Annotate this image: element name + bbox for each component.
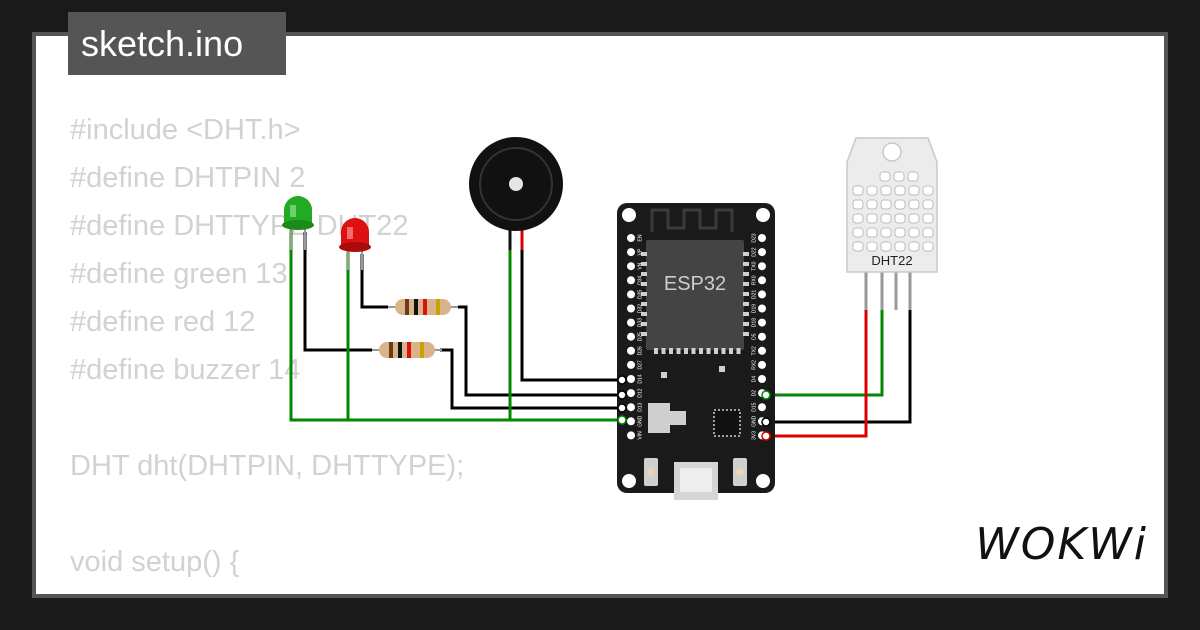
pin-right[interactable] [758, 332, 766, 341]
canvas-frame: #include <DHT.h> #define DHTPIN 2 #define … [32, 32, 1168, 598]
pin-left[interactable] [627, 360, 635, 369]
pin-right[interactable] [758, 234, 766, 242]
pin-label: D22 [751, 247, 757, 256]
pin-right[interactable] [758, 262, 766, 271]
pin-right[interactable] [758, 276, 766, 285]
pin-label: D4 [751, 376, 757, 383]
code-line: DHT dht(DHTPIN, DHTTYPE); [70, 450, 465, 482]
pin-right[interactable] [758, 375, 766, 383]
code-line: #define DHTPIN 2 [70, 162, 306, 194]
pin-label: D5 [751, 333, 757, 340]
wire-dht-gnd [766, 307, 912, 424]
pin-left[interactable] [627, 276, 635, 285]
pin-label: D27 [637, 360, 643, 369]
pin-label: RX2 [751, 360, 757, 370]
pin-right[interactable] [758, 304, 766, 313]
pin-label: 3V3 [751, 431, 757, 440]
wire-resistor1-d12 [458, 305, 622, 397]
pin-left[interactable] [627, 304, 635, 313]
esp32-board[interactable]: ESP32 ENVPVND34D35D32D33D25D26D27D14D12D… [617, 203, 775, 500]
pin-label: VP [637, 248, 643, 255]
wire-dht-data-d2 [766, 302, 884, 397]
pin-right[interactable] [758, 318, 766, 327]
pin-left[interactable] [627, 318, 635, 327]
code-line: void setup() { [70, 546, 240, 578]
pin-right[interactable] [758, 403, 766, 412]
wire-green-led-gnd [289, 230, 622, 422]
pin-label: D35 [637, 290, 643, 299]
pin-right[interactable] [758, 346, 766, 355]
buzzer[interactable] [469, 137, 563, 250]
pin-label: D19 [751, 304, 757, 313]
wire-red-led-resistor [360, 254, 388, 309]
pin-label: GND [637, 415, 643, 427]
pin-label: TX0 [751, 261, 757, 270]
red-led[interactable] [339, 218, 371, 270]
pin-label: D21 [751, 290, 757, 299]
pin-label: D15 [751, 402, 757, 411]
pin-right[interactable] [758, 248, 766, 257]
wokwi-logo: WOKWi [975, 519, 1148, 570]
wire-resistor2-d13 [440, 348, 622, 410]
code-line: #define buzzer 14 [70, 354, 301, 386]
code-line: #define green 13 [70, 258, 288, 290]
pin-left[interactable] [627, 262, 635, 271]
pin-label: D32 [637, 304, 643, 313]
pin-left[interactable] [627, 389, 635, 398]
wire-green-led-resistor [303, 232, 372, 352]
pin-label: VN [637, 262, 643, 269]
resistor-1[interactable] [388, 299, 458, 315]
pin-label: VIN [637, 431, 643, 440]
pin-label: D23 [751, 233, 757, 242]
wire-buzzer-d14 [520, 248, 622, 382]
pin-left[interactable] [627, 431, 635, 440]
code-line: #define red 12 [70, 306, 256, 338]
pin-right[interactable] [758, 360, 766, 369]
dht22-sensor[interactable]: DHT22 [846, 137, 938, 310]
pin-label: D26 [637, 346, 643, 355]
file-title: sketch.ino [68, 12, 286, 75]
pin-label: D25 [637, 332, 643, 341]
pin-left[interactable] [627, 403, 635, 412]
pin-label: D13 [637, 402, 643, 411]
pin-left[interactable] [627, 234, 635, 242]
resistor-2[interactable] [372, 342, 442, 358]
pin-label: D33 [637, 318, 643, 327]
pin-label: D34 [637, 276, 643, 285]
pin-right[interactable] [758, 290, 766, 299]
pin-left[interactable] [627, 346, 635, 355]
pin-left[interactable] [627, 332, 635, 341]
wires [289, 230, 912, 438]
board-label: ESP32 [664, 273, 726, 295]
pin-label: D18 [751, 318, 757, 327]
pin-label: D14 [637, 374, 643, 383]
pin-label: TX2 [751, 346, 757, 355]
pin-label: RX0 [751, 275, 757, 285]
wire-dht-vcc [766, 307, 868, 438]
pin-label: GND [751, 415, 757, 427]
pin-left[interactable] [627, 248, 635, 257]
pin-label: D12 [637, 388, 643, 397]
pin-left[interactable] [627, 375, 635, 383]
pin-label: D2 [751, 390, 757, 397]
pin-left[interactable] [627, 417, 635, 426]
green-led[interactable] [282, 196, 314, 250]
code-line: #include <DHT.h> [70, 114, 301, 146]
pin-left[interactable] [627, 290, 635, 299]
sensor-label: DHT22 [871, 253, 912, 268]
wire-endpoints [617, 375, 771, 441]
code-preview: #include <DHT.h> #define DHTPIN 2 #define … [70, 106, 465, 594]
pin-label: EN [637, 234, 643, 241]
